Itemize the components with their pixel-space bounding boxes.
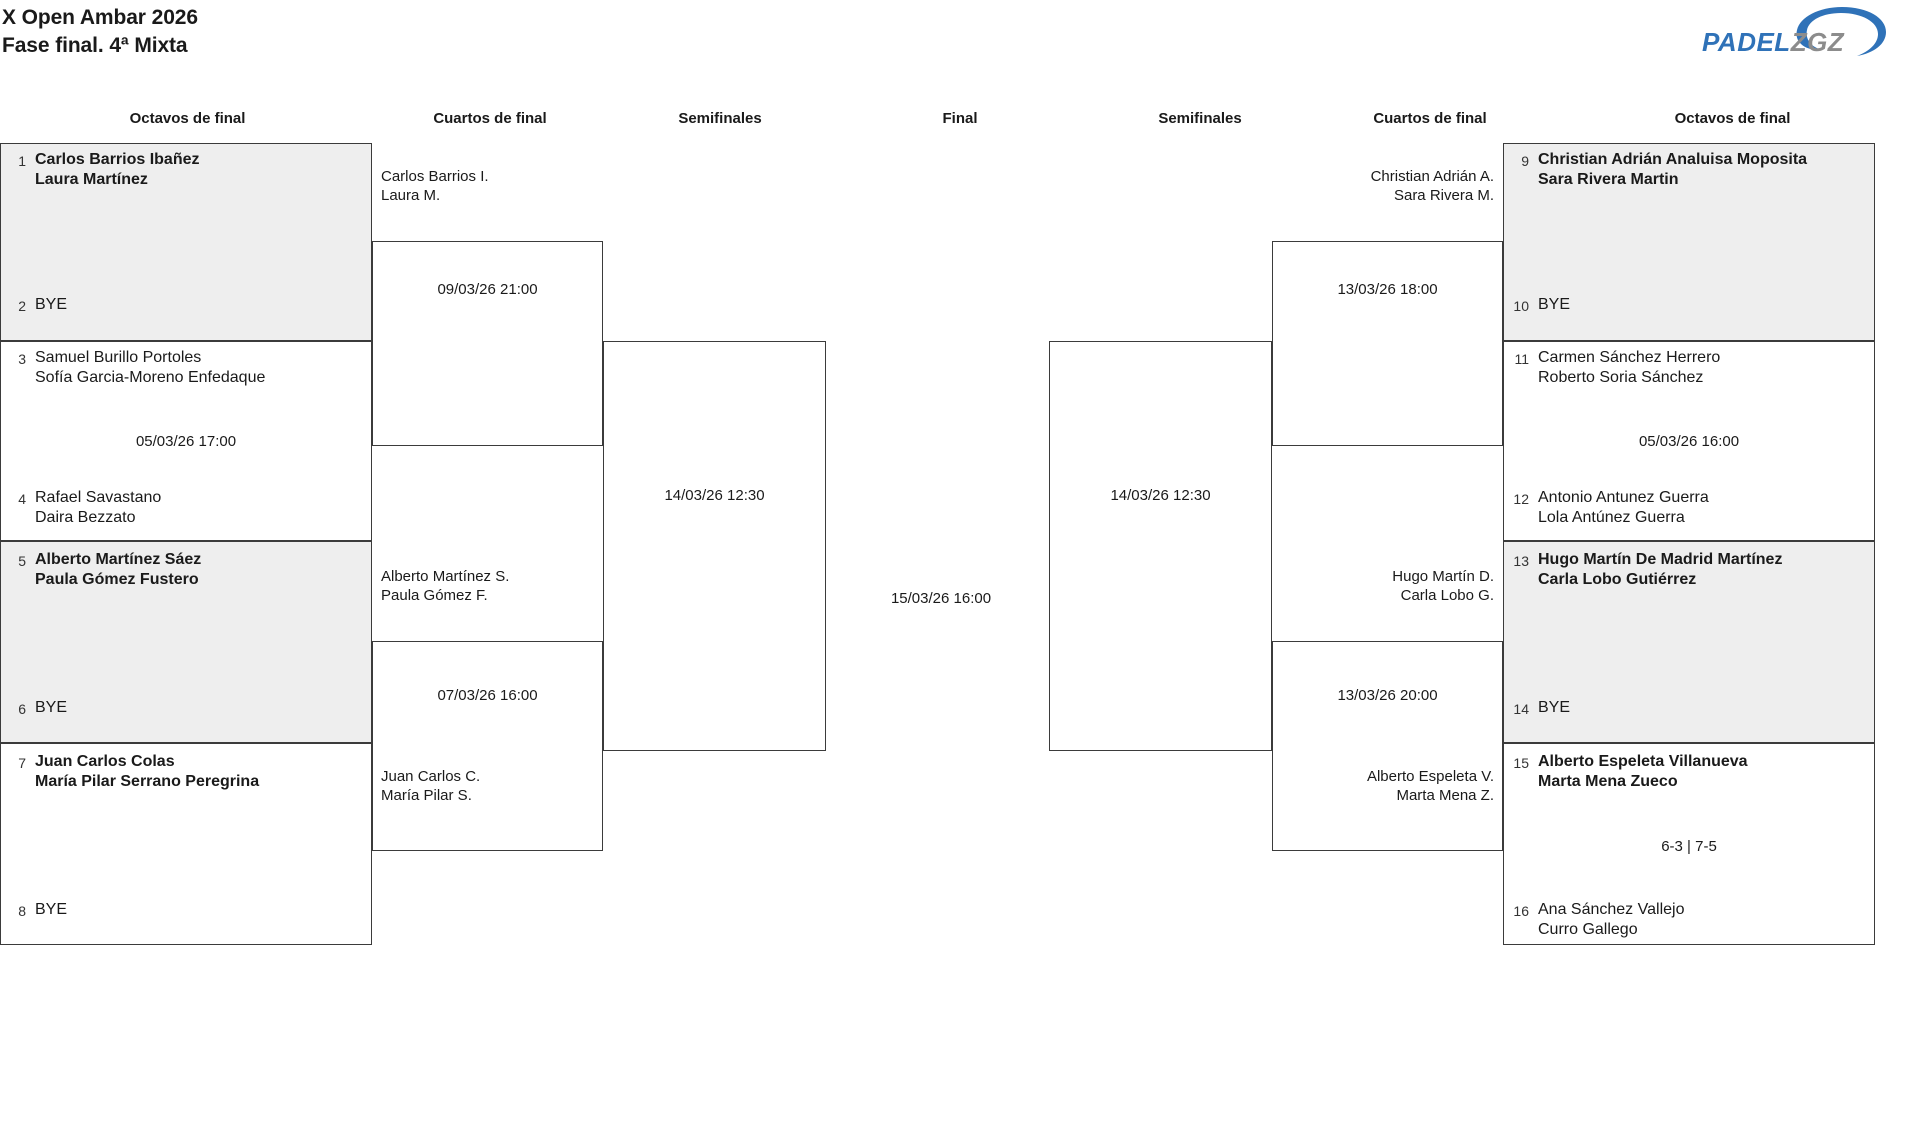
right-octavos-match-3-box[interactable] — [1503, 541, 1875, 743]
left-cuartos-date-1: 09/03/26 21:00 — [437, 281, 538, 298]
tournament-phase: Fase final. 4ª Mixta — [2, 33, 188, 57]
team-names: Alberto Martínez Sáez Paula Gómez Fuster… — [35, 551, 202, 588]
right-octavos-result-2: 05/03/26 16:00 — [1638, 433, 1740, 450]
team-names: BYE — [35, 699, 68, 716]
right-octavos-slot-13[interactable]: 13 Hugo Martín De Madrid Martínez Carla … — [1503, 550, 1875, 589]
team-names: Juan Carlos Colas María Pilar Serrano Pe… — [35, 753, 260, 790]
connector-right-qf1-top — [1272, 241, 1503, 242]
team-names: Alberto Espeleta Villanueva Marta Mena Z… — [1538, 753, 1748, 790]
team-names: BYE — [35, 296, 68, 313]
seed-number: 2 — [18, 298, 26, 314]
right-cuartos-team-1: Christian Adrián A. Sara Rivera M. — [1370, 168, 1494, 204]
round-header-final: Final — [942, 110, 978, 127]
left-octavos-slot-7[interactable]: 7 Juan Carlos Colas María Pilar Serrano … — [0, 752, 372, 791]
team-names: BYE — [35, 901, 68, 918]
seed-number: 6 — [18, 701, 26, 717]
seed-number: 1 — [18, 153, 26, 169]
left-cuartos-match-1-box[interactable] — [372, 241, 603, 446]
right-semis-match-box[interactable] — [1049, 341, 1272, 751]
round-header-left-semis: Semifinales — [678, 110, 762, 127]
team-names: Carmen Sánchez Herrero Roberto Soria Sán… — [1538, 349, 1721, 386]
team-names: Samuel Burillo Portoles Sofía Garcia-Mor… — [35, 349, 266, 386]
left-octavos-match-4-box[interactable] — [0, 743, 372, 945]
left-octavos-slot-3[interactable]: 3 Samuel Burillo Portoles Sofía Garcia-M… — [0, 348, 372, 387]
tournament-name: X Open Ambar 2026 — [2, 6, 198, 29]
right-octavos-match-4-box[interactable] — [1503, 743, 1875, 945]
seed-number: 15 — [1513, 755, 1529, 771]
logo-text-zgz: ZGZ — [1790, 27, 1845, 57]
seed-number: 9 — [1521, 153, 1529, 169]
right-cuartos-date-1: 13/03/26 18:00 — [1337, 281, 1438, 298]
team-names: Antonio Antunez Guerra Lola Antúnez Guer… — [1538, 489, 1709, 526]
padelzgz-logo: PADELZGZ — [1702, 4, 1902, 66]
left-octavos-slot-1[interactable]: 1 Carlos Barrios Ibañez Laura Martínez — [0, 150, 372, 189]
left-octavos-slot-4[interactable]: 4 Rafael Savastano Daira Bezzato — [0, 488, 372, 527]
seed-number: 4 — [18, 491, 26, 507]
left-octavos-match-1-box[interactable] — [0, 143, 372, 341]
right-octavos-slot-14[interactable]: 14 BYE — [1503, 698, 1875, 718]
left-octavos-slot-8[interactable]: 8 BYE — [0, 900, 372, 920]
left-cuartos-date-2: 07/03/26 16:00 — [437, 687, 538, 704]
logo-text-padel: PADEL — [1702, 27, 1791, 57]
logo-swoosh-icon — [1796, 7, 1886, 56]
left-semis-date: 14/03/26 12:30 — [664, 487, 765, 504]
connector-left-qf2-top — [372, 641, 603, 642]
left-octavos-slot-2[interactable]: 2 BYE — [0, 295, 372, 315]
right-octavos-slot-11[interactable]: 11 Carmen Sánchez Herrero Roberto Soria … — [1503, 348, 1875, 387]
round-header-left-octavos: Octavos de final — [129, 110, 246, 127]
connector-right-qf2-top — [1272, 641, 1503, 642]
seed-number: 11 — [1514, 351, 1529, 367]
team-names: BYE — [1538, 699, 1571, 716]
seed-number: 12 — [1513, 491, 1529, 507]
right-octavos-result-4: 6-3 | 7-5 — [1661, 838, 1717, 855]
right-semis-date: 14/03/26 12:30 — [1110, 487, 1211, 504]
connector-left-qf1-top — [372, 241, 603, 242]
right-octavos-slot-9[interactable]: 9 Christian Adrián Analuisa Moposita Sar… — [1503, 150, 1875, 189]
seed-number: 16 — [1513, 903, 1529, 919]
team-names: Ana Sánchez Vallejo Curro Gallego — [1538, 901, 1685, 938]
left-cuartos-team-2: Alberto Martínez S. Paula Gómez F. — [381, 568, 510, 604]
page-title: X Open Ambar 2026 Fase final. 4ª Mixta — [2, 4, 198, 59]
right-cuartos-match-1-box[interactable] — [1272, 241, 1503, 446]
right-cuartos-team-3: Alberto Espeleta V. Marta Mena Z. — [1366, 768, 1494, 804]
seed-number: 5 — [18, 553, 26, 569]
seed-number: 3 — [18, 351, 26, 367]
left-cuartos-team-3: Juan Carlos C. María Pilar S. — [381, 768, 481, 804]
left-cuartos-match-2-box[interactable] — [372, 641, 603, 851]
right-cuartos-date-2: 13/03/26 20:00 — [1337, 687, 1438, 704]
left-octavos-result-2: 05/03/26 17:00 — [135, 433, 237, 450]
team-names: Rafael Savastano Daira Bezzato — [35, 489, 162, 526]
round-header-left-cuartos: Cuartos de final — [433, 110, 547, 127]
left-octavos-slot-6[interactable]: 6 BYE — [0, 698, 372, 718]
seed-number: 8 — [18, 903, 26, 919]
right-octavos-slot-16[interactable]: 16 Ana Sánchez Vallejo Curro Gallego — [1503, 900, 1875, 939]
right-octavos-slot-15[interactable]: 15 Alberto Espeleta Villanueva Marta Men… — [1503, 752, 1875, 791]
left-semis-match-box[interactable] — [603, 341, 826, 751]
seed-number: 13 — [1513, 553, 1529, 569]
right-cuartos-match-2-box[interactable] — [1272, 641, 1503, 851]
team-names: Christian Adrián Analuisa Moposita Sara … — [1538, 151, 1808, 188]
logo-wordmark: PADELZGZ — [1702, 27, 1844, 58]
seed-number: 10 — [1513, 298, 1529, 314]
seed-number: 14 — [1513, 701, 1529, 717]
final-date: 15/03/26 16:00 — [890, 590, 992, 607]
round-header-right-octavos: Octavos de final — [1674, 110, 1791, 127]
round-header-right-semis: Semifinales — [1158, 110, 1242, 127]
right-octavos-slot-10[interactable]: 10 BYE — [1503, 295, 1875, 315]
left-octavos-match-3-box[interactable] — [0, 541, 372, 743]
left-octavos-match-2-box[interactable] — [0, 341, 372, 541]
right-octavos-match-1-box[interactable] — [1503, 143, 1875, 341]
right-octavos-slot-12[interactable]: 12 Antonio Antunez Guerra Lola Antúnez G… — [1503, 488, 1875, 527]
team-names: BYE — [1538, 296, 1571, 313]
seed-number: 7 — [18, 755, 26, 771]
right-cuartos-team-2: Hugo Martín D. Carla Lobo G. — [1392, 568, 1494, 604]
round-header-right-cuartos: Cuartos de final — [1373, 110, 1487, 127]
team-names: Carlos Barrios Ibañez Laura Martínez — [35, 151, 200, 188]
left-octavos-slot-5[interactable]: 5 Alberto Martínez Sáez Paula Gómez Fust… — [0, 550, 372, 589]
right-octavos-match-2-box[interactable] — [1503, 341, 1875, 541]
team-names: Hugo Martín De Madrid Martínez Carla Lob… — [1538, 551, 1783, 588]
left-cuartos-team-1: Carlos Barrios I. Laura M. — [381, 168, 489, 204]
